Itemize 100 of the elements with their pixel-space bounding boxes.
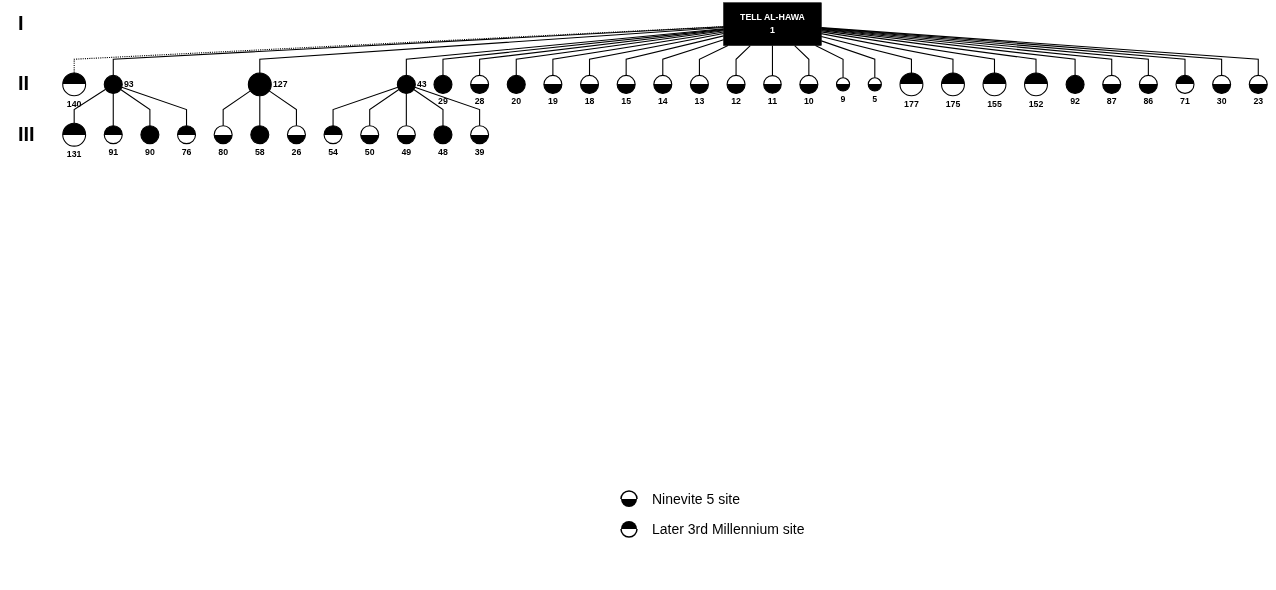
node-label: 48 bbox=[438, 146, 448, 157]
connector bbox=[820, 35, 912, 74]
connector bbox=[698, 44, 729, 76]
connector bbox=[588, 32, 725, 76]
node-circle bbox=[867, 77, 882, 92]
node-label: 18 bbox=[584, 96, 595, 106]
node-circle bbox=[579, 74, 600, 94]
connector bbox=[259, 95, 261, 127]
node-circle bbox=[616, 74, 636, 94]
node-circle bbox=[103, 74, 123, 94]
node-circle bbox=[433, 74, 453, 94]
node-label: 155 bbox=[987, 99, 1002, 109]
node-circle bbox=[323, 125, 343, 145]
node-circle bbox=[62, 72, 87, 97]
node-label: 71 bbox=[1180, 96, 1190, 106]
node-label: 152 bbox=[1028, 99, 1044, 109]
node-circle bbox=[433, 125, 453, 145]
node-circle bbox=[396, 74, 416, 94]
node-circle bbox=[1024, 72, 1048, 97]
node-circle bbox=[396, 125, 416, 145]
connector bbox=[794, 44, 810, 76]
connector bbox=[552, 31, 725, 76]
connector bbox=[662, 39, 725, 76]
node-circle bbox=[543, 74, 563, 94]
node-label: 28 bbox=[474, 96, 485, 106]
node-circle bbox=[899, 72, 924, 97]
node-label: 43 bbox=[416, 79, 427, 89]
node-label: 76 bbox=[181, 146, 192, 157]
legend-text: Ninevite 5 site bbox=[652, 491, 740, 507]
node-circle bbox=[1102, 74, 1122, 94]
node-circle bbox=[1212, 74, 1232, 94]
connector bbox=[73, 88, 107, 124]
node-label: 15 bbox=[621, 96, 632, 106]
node-circle bbox=[470, 74, 490, 94]
connector bbox=[820, 31, 996, 74]
node-circle bbox=[982, 72, 1007, 97]
node-label: 80 bbox=[218, 146, 229, 157]
node-label: 19 bbox=[548, 96, 558, 106]
connector bbox=[413, 88, 444, 127]
node-circle bbox=[506, 74, 526, 94]
connector bbox=[820, 33, 954, 74]
node-label: 29 bbox=[438, 96, 448, 106]
connector bbox=[625, 35, 725, 76]
node-circle bbox=[62, 122, 87, 147]
connector bbox=[515, 30, 725, 76]
connector bbox=[369, 88, 400, 127]
node-label: 23 bbox=[1253, 96, 1264, 106]
node-label: 87 bbox=[1106, 96, 1117, 106]
connector bbox=[112, 92, 114, 127]
node-label: 50 bbox=[364, 146, 375, 157]
node-label: 49 bbox=[401, 146, 412, 157]
node-circle bbox=[1065, 74, 1085, 94]
node-label: 30 bbox=[1216, 96, 1227, 106]
node-label: 58 bbox=[254, 146, 265, 157]
connector bbox=[820, 30, 1037, 74]
connector bbox=[121, 86, 188, 127]
node-circle bbox=[763, 75, 782, 94]
node-label: 93 bbox=[123, 79, 134, 89]
node-label: 86 bbox=[1143, 96, 1154, 106]
node-label: 39 bbox=[474, 146, 485, 157]
node-label: 140 bbox=[66, 99, 82, 109]
legend-text: Later 3rd Millennium site bbox=[652, 521, 805, 537]
node-circle bbox=[247, 72, 272, 97]
node-circle bbox=[941, 72, 965, 97]
level-label: III bbox=[18, 122, 35, 146]
connector bbox=[268, 90, 297, 127]
node-circle bbox=[177, 125, 197, 145]
node-circle bbox=[1138, 74, 1158, 94]
connector bbox=[259, 26, 725, 74]
node-circle bbox=[140, 125, 160, 145]
node-label: 12 bbox=[731, 96, 741, 106]
connector bbox=[405, 92, 407, 127]
node-label: 10 bbox=[803, 96, 814, 106]
node-label: 9 bbox=[840, 94, 846, 104]
connector bbox=[820, 40, 876, 79]
node-label: 91 bbox=[108, 146, 119, 157]
node-label: 92 bbox=[1070, 96, 1080, 106]
node-circle bbox=[286, 125, 306, 145]
node-circle bbox=[1248, 74, 1268, 94]
level-label: I bbox=[18, 12, 24, 36]
node-box: TELL AL-HAWA 1 bbox=[723, 2, 822, 46]
node-circle bbox=[360, 125, 380, 145]
node-label: 14 bbox=[657, 96, 668, 106]
node-circle bbox=[213, 125, 233, 145]
node-circle bbox=[653, 74, 673, 94]
node-circle bbox=[835, 77, 851, 92]
node-label: 11 bbox=[767, 96, 778, 106]
connector bbox=[771, 44, 773, 77]
node-label: 131 bbox=[66, 149, 82, 159]
node-circle bbox=[689, 74, 709, 94]
node-circle bbox=[726, 74, 746, 94]
connector bbox=[414, 86, 481, 127]
connector bbox=[332, 86, 399, 127]
node-label: 175 bbox=[945, 99, 961, 109]
connector bbox=[735, 44, 751, 76]
level-label: II bbox=[18, 72, 30, 96]
node-label: 20 bbox=[511, 96, 522, 106]
node-label: 54 bbox=[328, 146, 338, 157]
node-circle bbox=[1175, 74, 1195, 94]
node-label: 26 bbox=[291, 146, 302, 157]
